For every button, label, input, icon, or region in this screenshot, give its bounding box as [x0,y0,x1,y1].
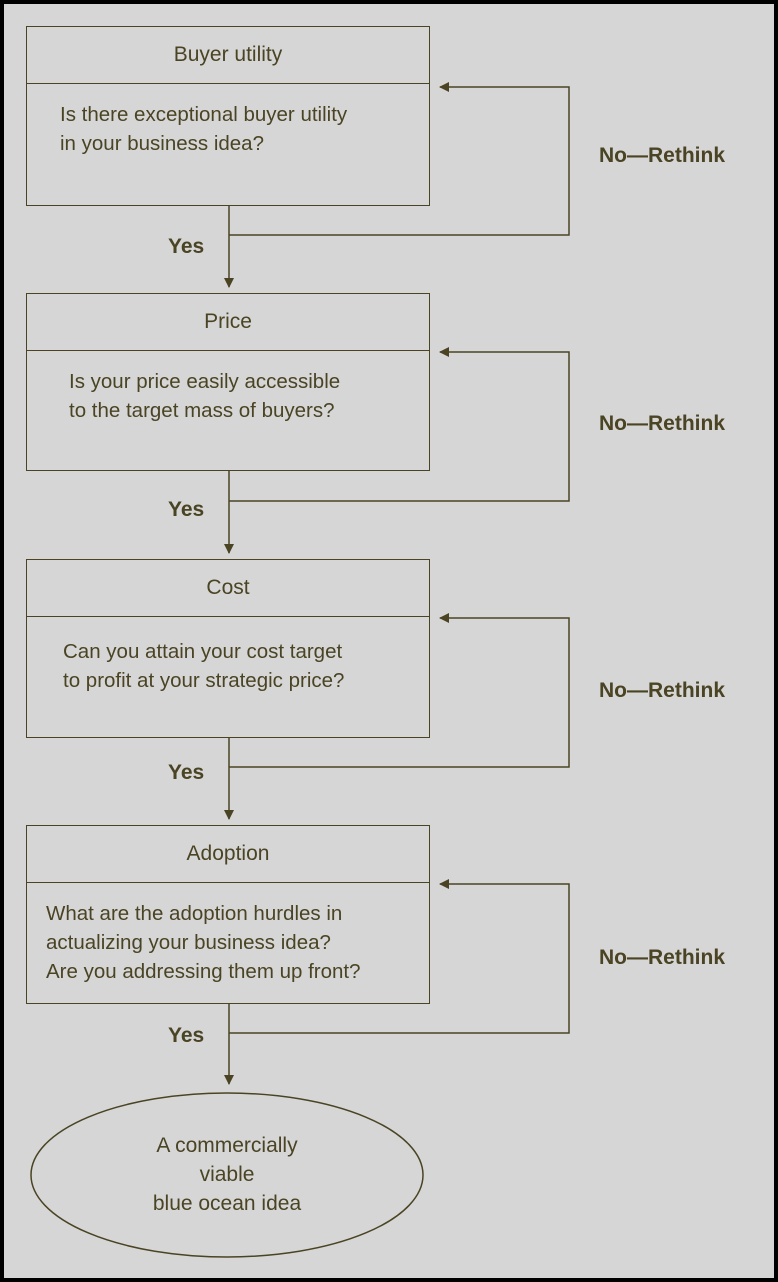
step-question: Is there exceptional buyer utility in yo… [27,84,429,158]
yes-label: Yes [168,498,205,521]
step-box-buyer-utility: Buyer utility Is there exceptional buyer… [26,26,430,206]
question-line: actualizing your business idea? [46,931,331,954]
step-question: Can you attain your cost target to profi… [27,617,429,695]
step-box-adoption: Adoption What are the adoption hurdles i… [26,825,430,1004]
question-line: to the target mass of buyers? [69,399,335,422]
result-line: viable [199,1163,255,1186]
step-question: What are the adoption hurdles in actuali… [27,883,429,986]
step-title: Price [27,294,429,351]
step-question: Is your price easily accessible to the t… [27,351,429,425]
diagram-canvas: Buyer utility Is there exceptional buyer… [4,4,774,1278]
rethink-loop-2 [229,347,570,502]
question-line: to profit at your strategic price? [63,669,345,692]
question-line: What are the adoption hurdles in [46,902,343,925]
step-title: Buyer utility [27,27,429,84]
rethink-loop-3 [229,613,570,768]
result-line: A commercially [156,1134,298,1157]
no-rethink-label: No—Rethink [599,412,725,435]
no-rethink-label: No—Rethink [599,144,725,167]
no-rethink-label: No—Rethink [599,679,725,702]
question-line: Are you addressing them up front? [46,960,361,983]
question-line: Is your price easily accessible [69,370,341,393]
rethink-loop-4 [229,879,570,1034]
yes-label: Yes [168,1024,205,1047]
question-line: Can you attain your cost target [63,640,343,663]
result-ellipse [30,1092,424,1258]
yes-label: Yes [168,235,205,258]
yes-label: Yes [168,761,205,784]
connector-lines [30,82,570,1258]
rethink-loop-1 [229,82,570,236]
step-box-price: Price Is your price easily accessible to… [26,293,430,471]
question-line: Is there exceptional buyer utility [60,103,348,126]
question-line: in your business idea? [60,132,264,155]
no-rethink-label: No—Rethink [599,946,725,969]
step-title: Cost [27,560,429,617]
result-text: A commercially viable blue ocean idea [127,1131,327,1218]
step-title: Adoption [27,826,429,883]
result-line: blue ocean idea [152,1192,302,1215]
step-box-cost: Cost Can you attain your cost target to … [26,559,430,738]
